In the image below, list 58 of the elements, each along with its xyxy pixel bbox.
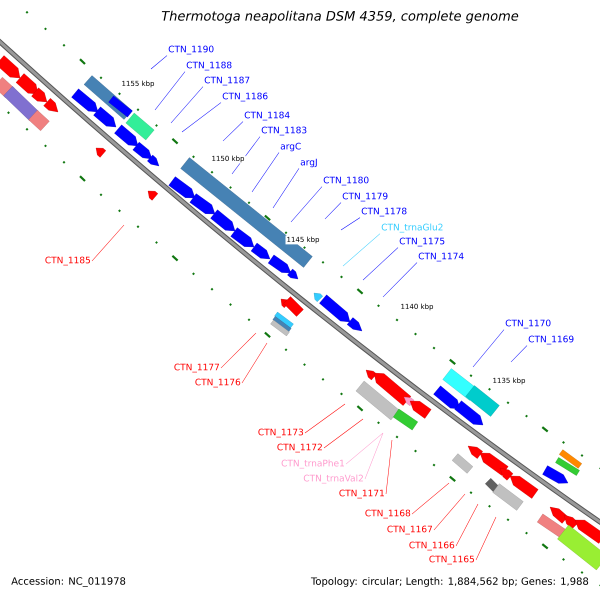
leader-line xyxy=(386,440,392,494)
gene-label: CTN_1177 xyxy=(174,364,220,372)
leader-line xyxy=(346,432,384,464)
leader-line xyxy=(364,432,384,480)
gene-label: CTN_trnaGlu2 xyxy=(382,224,443,232)
leader-line xyxy=(222,121,244,142)
gene-label: CTN_1183 xyxy=(262,126,306,136)
leader-line xyxy=(220,332,256,368)
leader-line xyxy=(272,168,300,208)
leader-line xyxy=(456,504,478,546)
leader-line xyxy=(324,202,342,220)
leader-line xyxy=(382,262,418,298)
leader-line xyxy=(290,186,322,222)
gene-label: CTN_1190 xyxy=(168,46,214,54)
gene-label: CTN_1185 xyxy=(45,256,90,266)
gene-label: CTN_1170 xyxy=(506,320,551,328)
leader-line xyxy=(170,86,204,124)
leader-line xyxy=(324,418,364,448)
leader-line xyxy=(412,482,450,514)
leader-line xyxy=(510,345,528,362)
gene-label: CTN_1172 xyxy=(277,444,322,452)
leader-line xyxy=(476,516,496,560)
gene-label: CTN_1186 xyxy=(222,92,268,102)
gene-label: CTN_1174 xyxy=(418,252,464,262)
gene-label: argJ xyxy=(300,158,317,168)
gene-label: CTN_1178 xyxy=(362,208,406,216)
gene-label: CTN_1168 xyxy=(365,510,410,518)
leader-line xyxy=(242,342,268,384)
gene-label: CTN_1173 xyxy=(258,428,304,438)
gene-label: argC xyxy=(280,142,301,152)
gene-label: CTN_1171 xyxy=(339,490,384,498)
leader-line xyxy=(92,224,124,262)
footer-text: Accession: NC_011978 xyxy=(10,576,127,588)
gene-label: CTN_1176 xyxy=(195,378,240,388)
leader-line xyxy=(362,247,398,280)
leader-line xyxy=(304,404,346,434)
leader-line xyxy=(252,152,280,192)
gene-label: CTN_1187 xyxy=(204,76,250,86)
title: Thermotoga neapolitana DSM 4359, complete genome xyxy=(162,10,518,24)
gene-label: CTN_1166 xyxy=(409,542,454,550)
gene-label: CTN_trnaVal2 xyxy=(304,474,363,484)
leader-line xyxy=(340,217,360,230)
leader-line xyxy=(154,71,186,110)
gene-label: CTN_1179 xyxy=(342,192,388,202)
gene-label: CTN_trnaPhe1 xyxy=(282,460,344,468)
gene-label: CTN_1188 xyxy=(186,62,232,70)
leader-line xyxy=(472,329,504,368)
footer-text: Topology: circular; Length: 1,884,562 bp; Genes: 1,988 xyxy=(310,576,590,588)
gene-label: CTN_1180 xyxy=(324,176,369,186)
gene-label: CTN_1169 xyxy=(528,336,574,344)
gene-label: CTN_1175 xyxy=(400,238,444,246)
leader-line xyxy=(434,494,466,530)
gene-label: CTN_1167 xyxy=(387,526,432,534)
gene-label: CTN_1184 xyxy=(244,112,290,120)
gene-label: CTN_1165 xyxy=(429,556,474,564)
leader-line xyxy=(150,55,168,70)
leader-line xyxy=(342,233,380,266)
leader-line xyxy=(182,102,222,132)
